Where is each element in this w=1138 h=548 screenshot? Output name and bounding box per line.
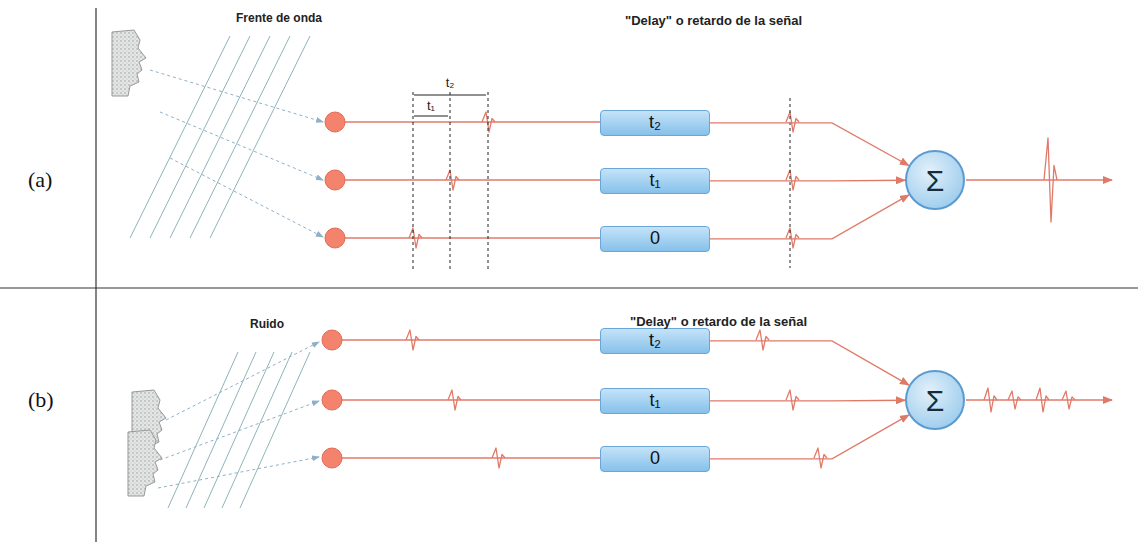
sound-ray xyxy=(166,342,319,420)
sum-symbol: Σ xyxy=(926,164,945,197)
sound-ray xyxy=(160,112,323,180)
microphone xyxy=(322,330,342,350)
signal-wire xyxy=(332,339,600,340)
delay-value: t₂ xyxy=(649,331,661,351)
delay-value: 0 xyxy=(650,449,660,469)
signal-wire xyxy=(332,457,600,458)
wavefront-line xyxy=(170,36,270,238)
panel-label: (a) xyxy=(28,168,52,192)
noise-front-line xyxy=(222,352,292,508)
delay-box: t₁ xyxy=(600,168,710,194)
noise-label: Ruido xyxy=(250,318,284,331)
signal-pulse xyxy=(1008,391,1021,409)
timing-bracket xyxy=(414,95,486,96)
signal-pulse xyxy=(814,448,827,468)
wavefront xyxy=(130,36,323,508)
timing-guide xyxy=(413,92,414,270)
connector xyxy=(710,180,905,182)
microphone xyxy=(322,448,342,468)
signal-pulse xyxy=(786,228,799,248)
connector xyxy=(710,415,909,459)
axis-line xyxy=(95,8,96,542)
sound-ray xyxy=(170,158,323,237)
signal-pulse xyxy=(1036,388,1049,412)
sound-ray xyxy=(160,401,319,460)
microphone xyxy=(325,112,345,132)
wavefront-line xyxy=(210,36,310,238)
signal-pulse xyxy=(492,448,505,468)
signal-pulse xyxy=(448,390,461,410)
microphone xyxy=(322,390,342,410)
sum-symbol: Σ xyxy=(926,384,945,417)
signal-wire xyxy=(335,237,600,238)
delay-value: t₂ xyxy=(649,113,661,133)
delay-heading: "Delay" o retardo de la señal xyxy=(625,14,802,28)
connector xyxy=(710,400,905,402)
connector xyxy=(710,341,909,385)
microphone xyxy=(325,170,345,190)
delay-value: 0 xyxy=(650,229,660,249)
timing-guide xyxy=(488,92,489,270)
signal-pulse xyxy=(409,228,422,248)
noise-front-line xyxy=(186,352,256,508)
signal-pulse xyxy=(1062,391,1075,409)
speaker-face xyxy=(112,30,146,96)
panel-label: (b) xyxy=(28,388,54,412)
noise-front-line xyxy=(204,352,274,508)
signal-wire xyxy=(335,179,600,180)
wavefront-label: Frente de onda xyxy=(236,12,322,25)
sum-circle: Σ xyxy=(905,150,965,210)
delay-box: t₂ xyxy=(600,110,710,136)
sound-ray xyxy=(158,457,319,488)
connector xyxy=(710,195,909,239)
output-wire xyxy=(966,399,1112,400)
sound-ray xyxy=(150,70,323,122)
noise-front-line xyxy=(168,352,238,508)
noise-face xyxy=(128,430,162,496)
sum-circle: Σ xyxy=(905,370,965,430)
connector xyxy=(710,123,909,166)
signal-pulse xyxy=(446,170,459,190)
delay-box: 0 xyxy=(600,446,710,472)
delay-t2-label: t₂ xyxy=(445,76,456,90)
delay-box: t₁ xyxy=(600,388,710,414)
wavefront-line xyxy=(150,36,250,238)
delay-box: t₂ xyxy=(600,328,710,354)
signal-wire xyxy=(332,399,600,400)
signal-pulse xyxy=(786,390,799,410)
signal-wire xyxy=(335,121,600,122)
delay-value: t₁ xyxy=(649,171,660,191)
signal-pulse xyxy=(1044,138,1057,222)
delay-value: t₁ xyxy=(649,391,660,411)
timing-bracket xyxy=(414,116,448,117)
output-wire xyxy=(966,179,1112,180)
wavefront-line xyxy=(130,36,230,238)
wavefront-line xyxy=(190,36,290,238)
signal-pulse xyxy=(756,330,769,350)
noise-front-line xyxy=(240,352,310,508)
signal-pulse xyxy=(984,388,997,412)
delay-box: 0 xyxy=(600,226,710,252)
axis-line xyxy=(0,287,1138,288)
signal-pulse xyxy=(786,112,799,132)
signal-pulse xyxy=(406,330,419,350)
microphone xyxy=(325,228,345,248)
signal-wires xyxy=(322,92,1112,468)
delay-heading: "Delay" o retardo de la señal xyxy=(630,315,807,329)
timing-guide xyxy=(450,92,451,270)
delay-t1-label: t₁ xyxy=(426,99,436,113)
signal-pulse xyxy=(786,170,799,190)
